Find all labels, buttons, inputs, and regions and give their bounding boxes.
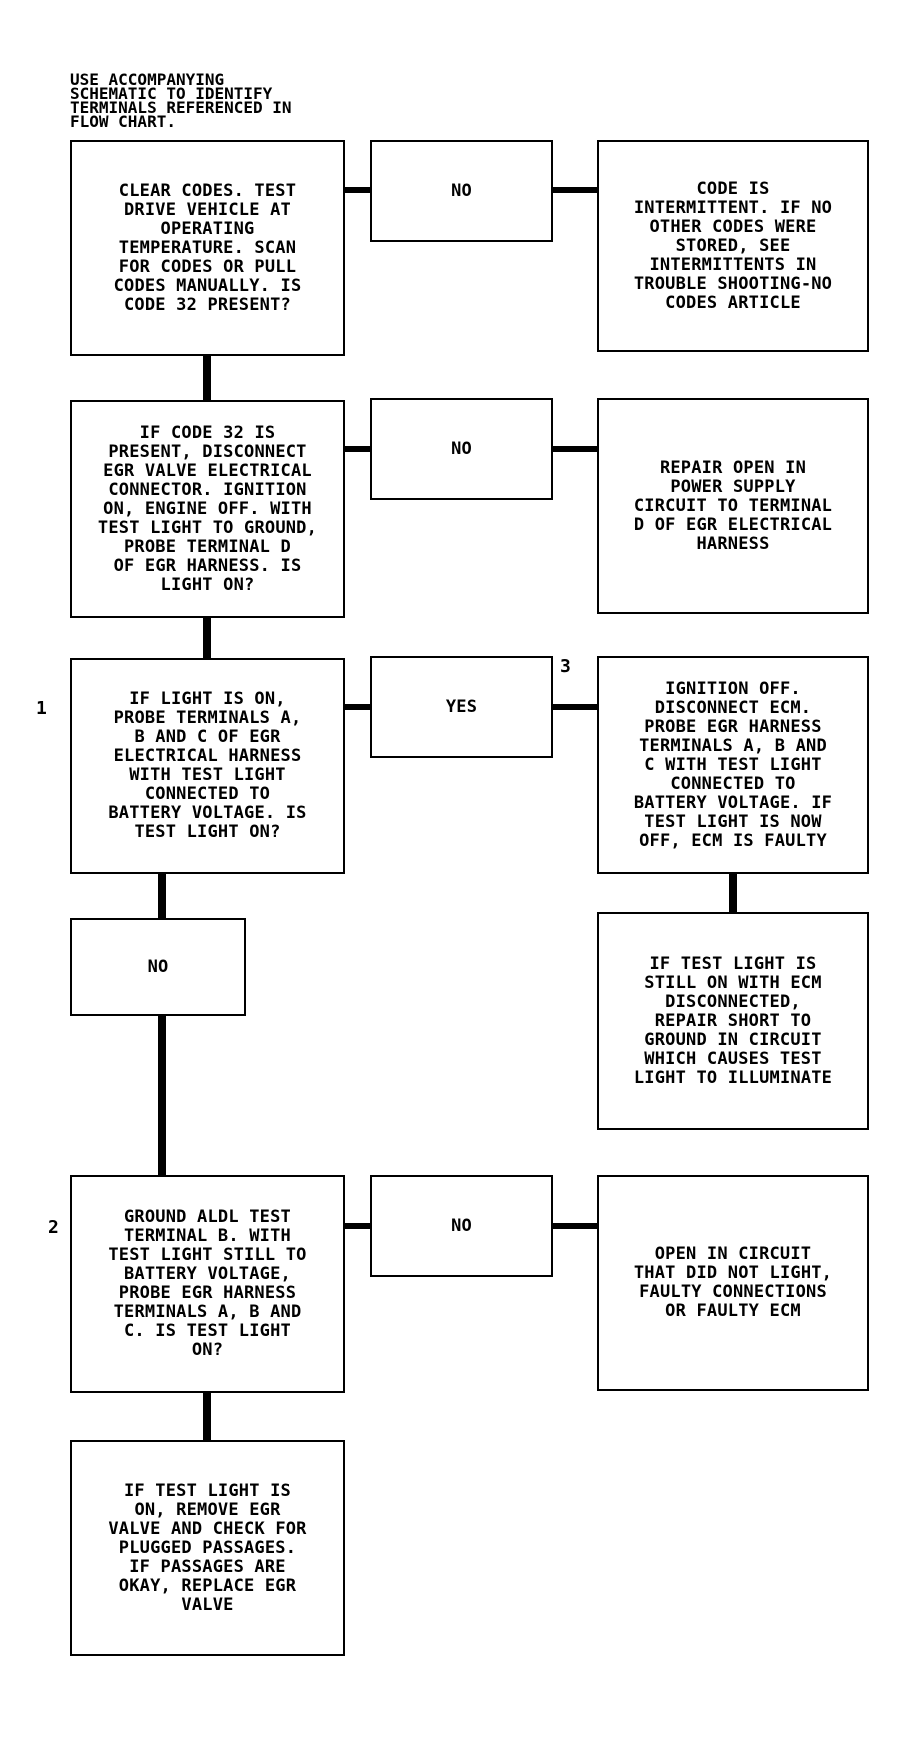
result-open-circuit: OPEN IN CIRCUIT THAT DID NOT LIGHT, FAUL…: [597, 1175, 869, 1391]
question-ground-aldl-text: GROUND ALDL TEST TERMINAL B. WITH TEST L…: [108, 1207, 307, 1360]
step-label-1: 1: [36, 698, 47, 719]
result-ignition-off-text: IGNITION OFF. DISCONNECT ECM. PROBE EGR …: [633, 678, 833, 851]
result-repair-open-text: REPAIR OPEN IN POWER SUPPLY CIRCUIT TO T…: [633, 457, 833, 554]
answer-no-text: NO: [451, 180, 472, 201]
result-remove-egr-valve-text: IF TEST LIGHT IS ON, REMOVE EGR VALVE AN…: [108, 1480, 307, 1615]
result-open-circuit-text: OPEN IN CIRCUIT THAT DID NOT LIGHT, FAUL…: [633, 1244, 833, 1321]
answer-no-text: NO: [451, 438, 472, 459]
answer-yes-text: YES: [445, 696, 478, 717]
question-clear-codes: CLEAR CODES. TEST DRIVE VEHICLE AT OPERA…: [70, 140, 345, 356]
result-short-to-ground-text: IF TEST LIGHT IS STILL ON WITH ECM DISCO…: [633, 953, 833, 1088]
question-disconnect-egr: IF CODE 32 IS PRESENT, DISCONNECT EGR VA…: [70, 400, 345, 618]
result-short-to-ground: IF TEST LIGHT IS STILL ON WITH ECM DISCO…: [597, 912, 869, 1130]
result-ignition-off: IGNITION OFF. DISCONNECT ECM. PROBE EGR …: [597, 656, 869, 874]
question-clear-codes-text: CLEAR CODES. TEST DRIVE VEHICLE AT OPERA…: [113, 180, 302, 315]
schematic-note: USE ACCOMPANYING SCHEMATIC TO IDENTIFY T…: [70, 70, 292, 131]
result-remove-egr-valve: IF TEST LIGHT IS ON, REMOVE EGR VALVE AN…: [70, 1440, 345, 1656]
answer-no-box: NO: [370, 398, 553, 500]
result-repair-open: REPAIR OPEN IN POWER SUPPLY CIRCUIT TO T…: [597, 398, 869, 614]
result-intermittent-text: CODE IS INTERMITTENT. IF NO OTHER CODES …: [633, 178, 833, 313]
question-ground-aldl: GROUND ALDL TEST TERMINAL B. WITH TEST L…: [70, 1175, 345, 1393]
result-intermittent: CODE IS INTERMITTENT. IF NO OTHER CODES …: [597, 140, 869, 352]
answer-no-text: NO: [451, 1215, 472, 1236]
question-probe-terminals-text: IF LIGHT IS ON, PROBE TERMINALS A, B AND…: [108, 689, 307, 842]
step-label-3: 3: [560, 656, 571, 677]
step-label-2: 2: [48, 1217, 59, 1238]
answer-no-box: NO: [70, 918, 246, 1016]
answer-no-text: NO: [147, 956, 169, 977]
answer-no-box: NO: [370, 1175, 553, 1277]
answer-no-box: NO: [370, 140, 553, 242]
question-probe-terminals: IF LIGHT IS ON, PROBE TERMINALS A, B AND…: [70, 658, 345, 874]
answer-yes-box: YES: [370, 656, 553, 758]
question-disconnect-egr-text: IF CODE 32 IS PRESENT, DISCONNECT EGR VA…: [97, 422, 318, 595]
